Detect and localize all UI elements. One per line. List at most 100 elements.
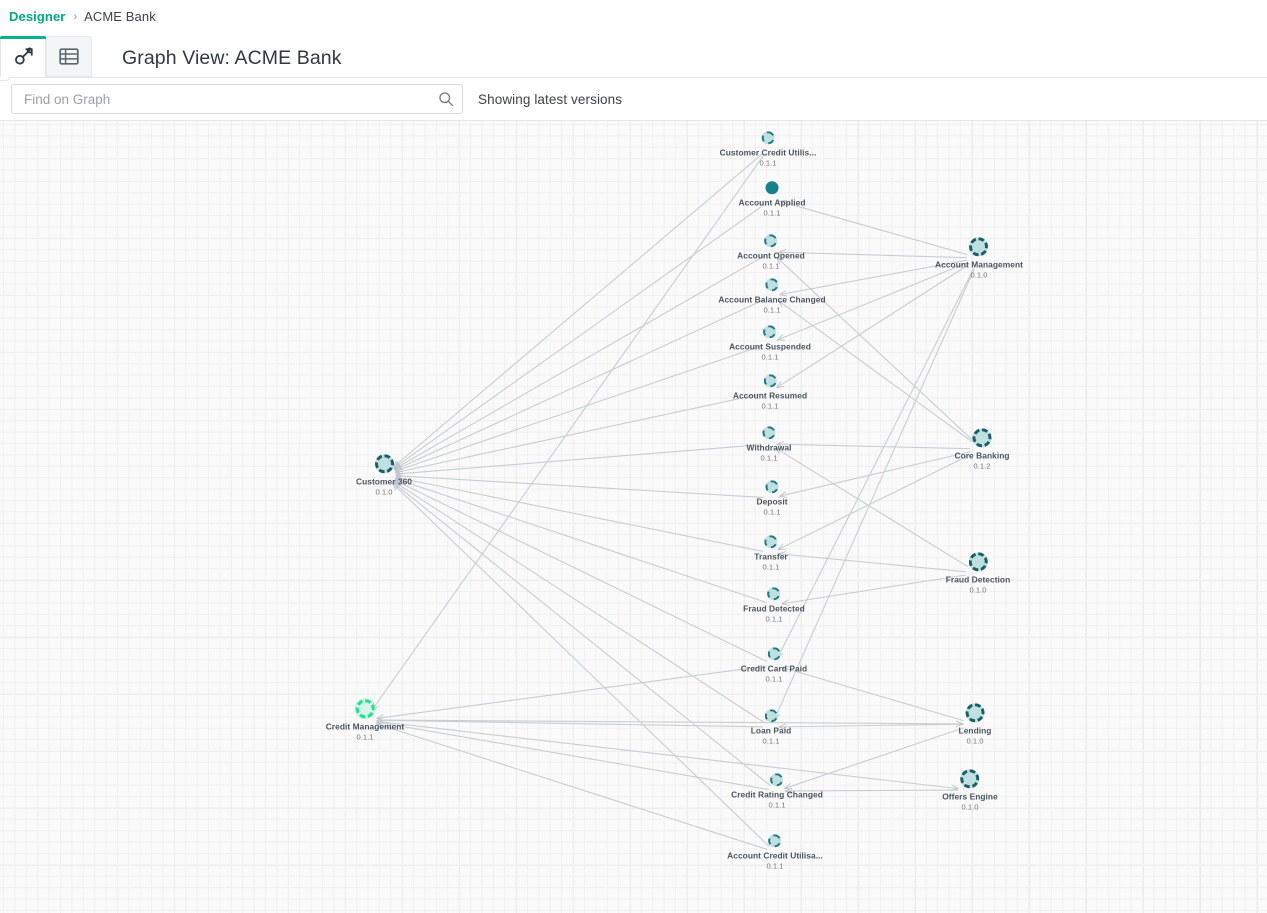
node-version: 0.1.1 [759, 158, 777, 168]
graph-edge [785, 727, 964, 789]
node-version: 0.1.0 [961, 802, 979, 812]
graph-edge [782, 667, 964, 722]
node-glyph-credit-rating-changed [770, 773, 784, 787]
node-label: Transfer [754, 551, 788, 562]
node-glyph-account-opened [764, 234, 778, 248]
graph-edge [395, 298, 765, 471]
node-glyph-account-credit-utilisation [768, 834, 782, 848]
node-version: 0.1.1 [768, 800, 786, 810]
search-input[interactable] [22, 90, 438, 108]
node-label: Withdrawal [746, 442, 792, 453]
graph-edge [396, 444, 762, 474]
graph-edge [782, 574, 967, 604]
node-label: Account Suspended [729, 341, 811, 352]
node-label: Account Opened [737, 250, 805, 261]
node-glyph-offers-engine [960, 769, 980, 789]
node-label: Core Banking [954, 450, 1010, 461]
graph-edge [777, 264, 970, 387]
graph-edge [394, 482, 765, 724]
node-version: 0.1.2 [973, 461, 991, 471]
graph-toolbar: Showing latest versions [0, 78, 1267, 121]
graph-edge [393, 483, 770, 847]
node-glyph-transfer [764, 535, 778, 549]
graph-edge [777, 262, 969, 340]
graph-edge [394, 255, 765, 469]
graph-edge [396, 476, 765, 499]
graph-node-customer-credit-utilisation[interactable]: Customer Credit Utilis...0.1.1 [720, 131, 817, 166]
node-label: Offers Engine [942, 791, 998, 802]
graph-edge [372, 155, 764, 711]
graph-edge [779, 252, 968, 259]
node-version: 0.1.1 [762, 562, 780, 572]
breadcrumb-link-designer[interactable]: Designer [9, 9, 66, 24]
graph-edge [777, 257, 974, 442]
breadcrumb-current-acme-bank: ACME Bank [84, 9, 156, 24]
graph-edge [395, 345, 763, 472]
graph-node-link-icon [13, 46, 34, 67]
node-version: 0.1.1 [763, 507, 781, 517]
graph-edge [376, 724, 768, 851]
graph-edges-layer [0, 153, 975, 851]
node-version: 0.1.1 [762, 736, 780, 746]
graph-edge [777, 268, 975, 658]
node-glyph-account-applied [765, 181, 779, 195]
graph-edge [778, 301, 973, 443]
node-version: 0.1.1 [766, 861, 784, 871]
graph-edge [777, 444, 971, 450]
graph-edge [393, 483, 772, 787]
graph-edge [376, 719, 963, 724]
node-glyph-account-resumed [763, 374, 777, 388]
versions-status-text: Showing latest versions [478, 91, 623, 107]
tab-graph-view[interactable] [0, 36, 46, 77]
graph-edge [377, 665, 767, 718]
node-label: Account Credit Utilisa... [727, 850, 823, 861]
node-label: Account Applied [738, 197, 806, 208]
node-glyph-credit-card-paid [767, 647, 781, 661]
graph-edge [376, 720, 958, 788]
tab-table-view[interactable] [46, 36, 92, 77]
node-label: Lending [958, 725, 992, 736]
node-glyph-withdrawal [762, 426, 776, 440]
node-version: 0.1.1 [761, 352, 779, 362]
graph-edge [393, 153, 763, 467]
page-title: Graph View: ACME Bank [122, 47, 342, 69]
search-box[interactable] [11, 84, 463, 114]
search-icon[interactable] [438, 91, 454, 107]
graph-edge [377, 722, 770, 791]
node-label: Deposit [756, 496, 788, 507]
node-label: Customer Credit Utilis... [719, 147, 817, 158]
node-label: Account Resumed [732, 390, 808, 401]
graph-edge [778, 453, 972, 550]
node-version: 0.1.1 [762, 261, 780, 271]
breadcrumb: Designer › ACME Bank [0, 0, 1267, 33]
graph-edge [377, 720, 764, 728]
node-label: Loan Paid [750, 725, 792, 736]
table-grid-icon [59, 47, 79, 66]
graph-edge [776, 448, 969, 568]
graph-node-account-credit-utilisation[interactable]: Account Credit Utilisa...0.1.1 [727, 834, 823, 869]
node-version: 0.1.0 [970, 270, 988, 280]
node-label: Customer 360 [356, 476, 412, 487]
node-version: 0.1.1 [760, 453, 778, 463]
node-label: Credit Rating Changed [731, 789, 823, 800]
